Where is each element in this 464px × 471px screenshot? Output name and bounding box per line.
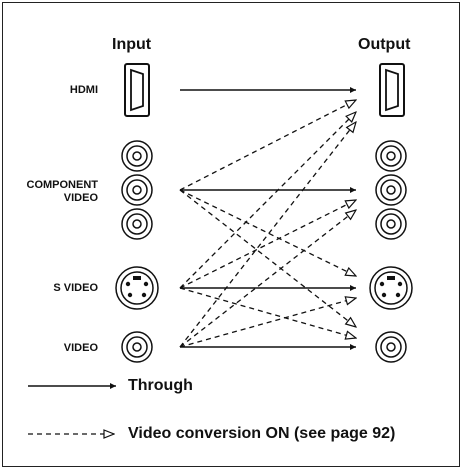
output-hdmi-port-icon (379, 63, 405, 117)
component-label-line1: COMPONENT (26, 179, 99, 191)
input-hdmi-port-icon (124, 63, 150, 117)
output-component-jack-3-icon (375, 208, 407, 240)
conversion-s-video-to-hdmi-line (179, 112, 356, 289)
input-component-jack-2-icon (121, 174, 153, 206)
conversion-s-video-to-video-line (179, 287, 356, 338)
video-label: VIDEO (63, 342, 98, 354)
legend-through-label: Through (128, 377, 193, 394)
legend-conversion-label: Video conversion ON (see page 92) (128, 425, 396, 442)
conversion-s-video-to-component-line (179, 200, 356, 289)
input-video-jack-icon (121, 331, 153, 363)
output-video-jack-icon (375, 331, 407, 363)
input-component-jack-3-icon (121, 208, 153, 240)
hdmi-label: HDMI (69, 84, 98, 96)
output-component-jack-1-icon (375, 140, 407, 172)
input-column-title: Input (112, 36, 152, 53)
output-component-jack-2-icon (375, 174, 407, 206)
input-component-jack-1-icon (121, 140, 153, 172)
component-video-label: COMPONENT VIDEO (18, 179, 99, 205)
conversion-component-to-video-line (179, 189, 356, 327)
conversion-video-to-s-video-line (179, 298, 356, 348)
conversion-component-to-hdmi-line (179, 100, 356, 191)
conversion-component-to-s-video-line (179, 189, 356, 276)
component-label-line2: VIDEO (63, 192, 98, 204)
s-video-label: S VIDEO (53, 282, 98, 294)
conversion-video-to-hdmi-line (179, 122, 356, 348)
conversion-video-to-component-line (179, 210, 356, 348)
input-s-video-jack-icon (115, 266, 159, 310)
output-s-video-jack-icon (369, 266, 413, 310)
output-column-title: Output (358, 36, 411, 53)
